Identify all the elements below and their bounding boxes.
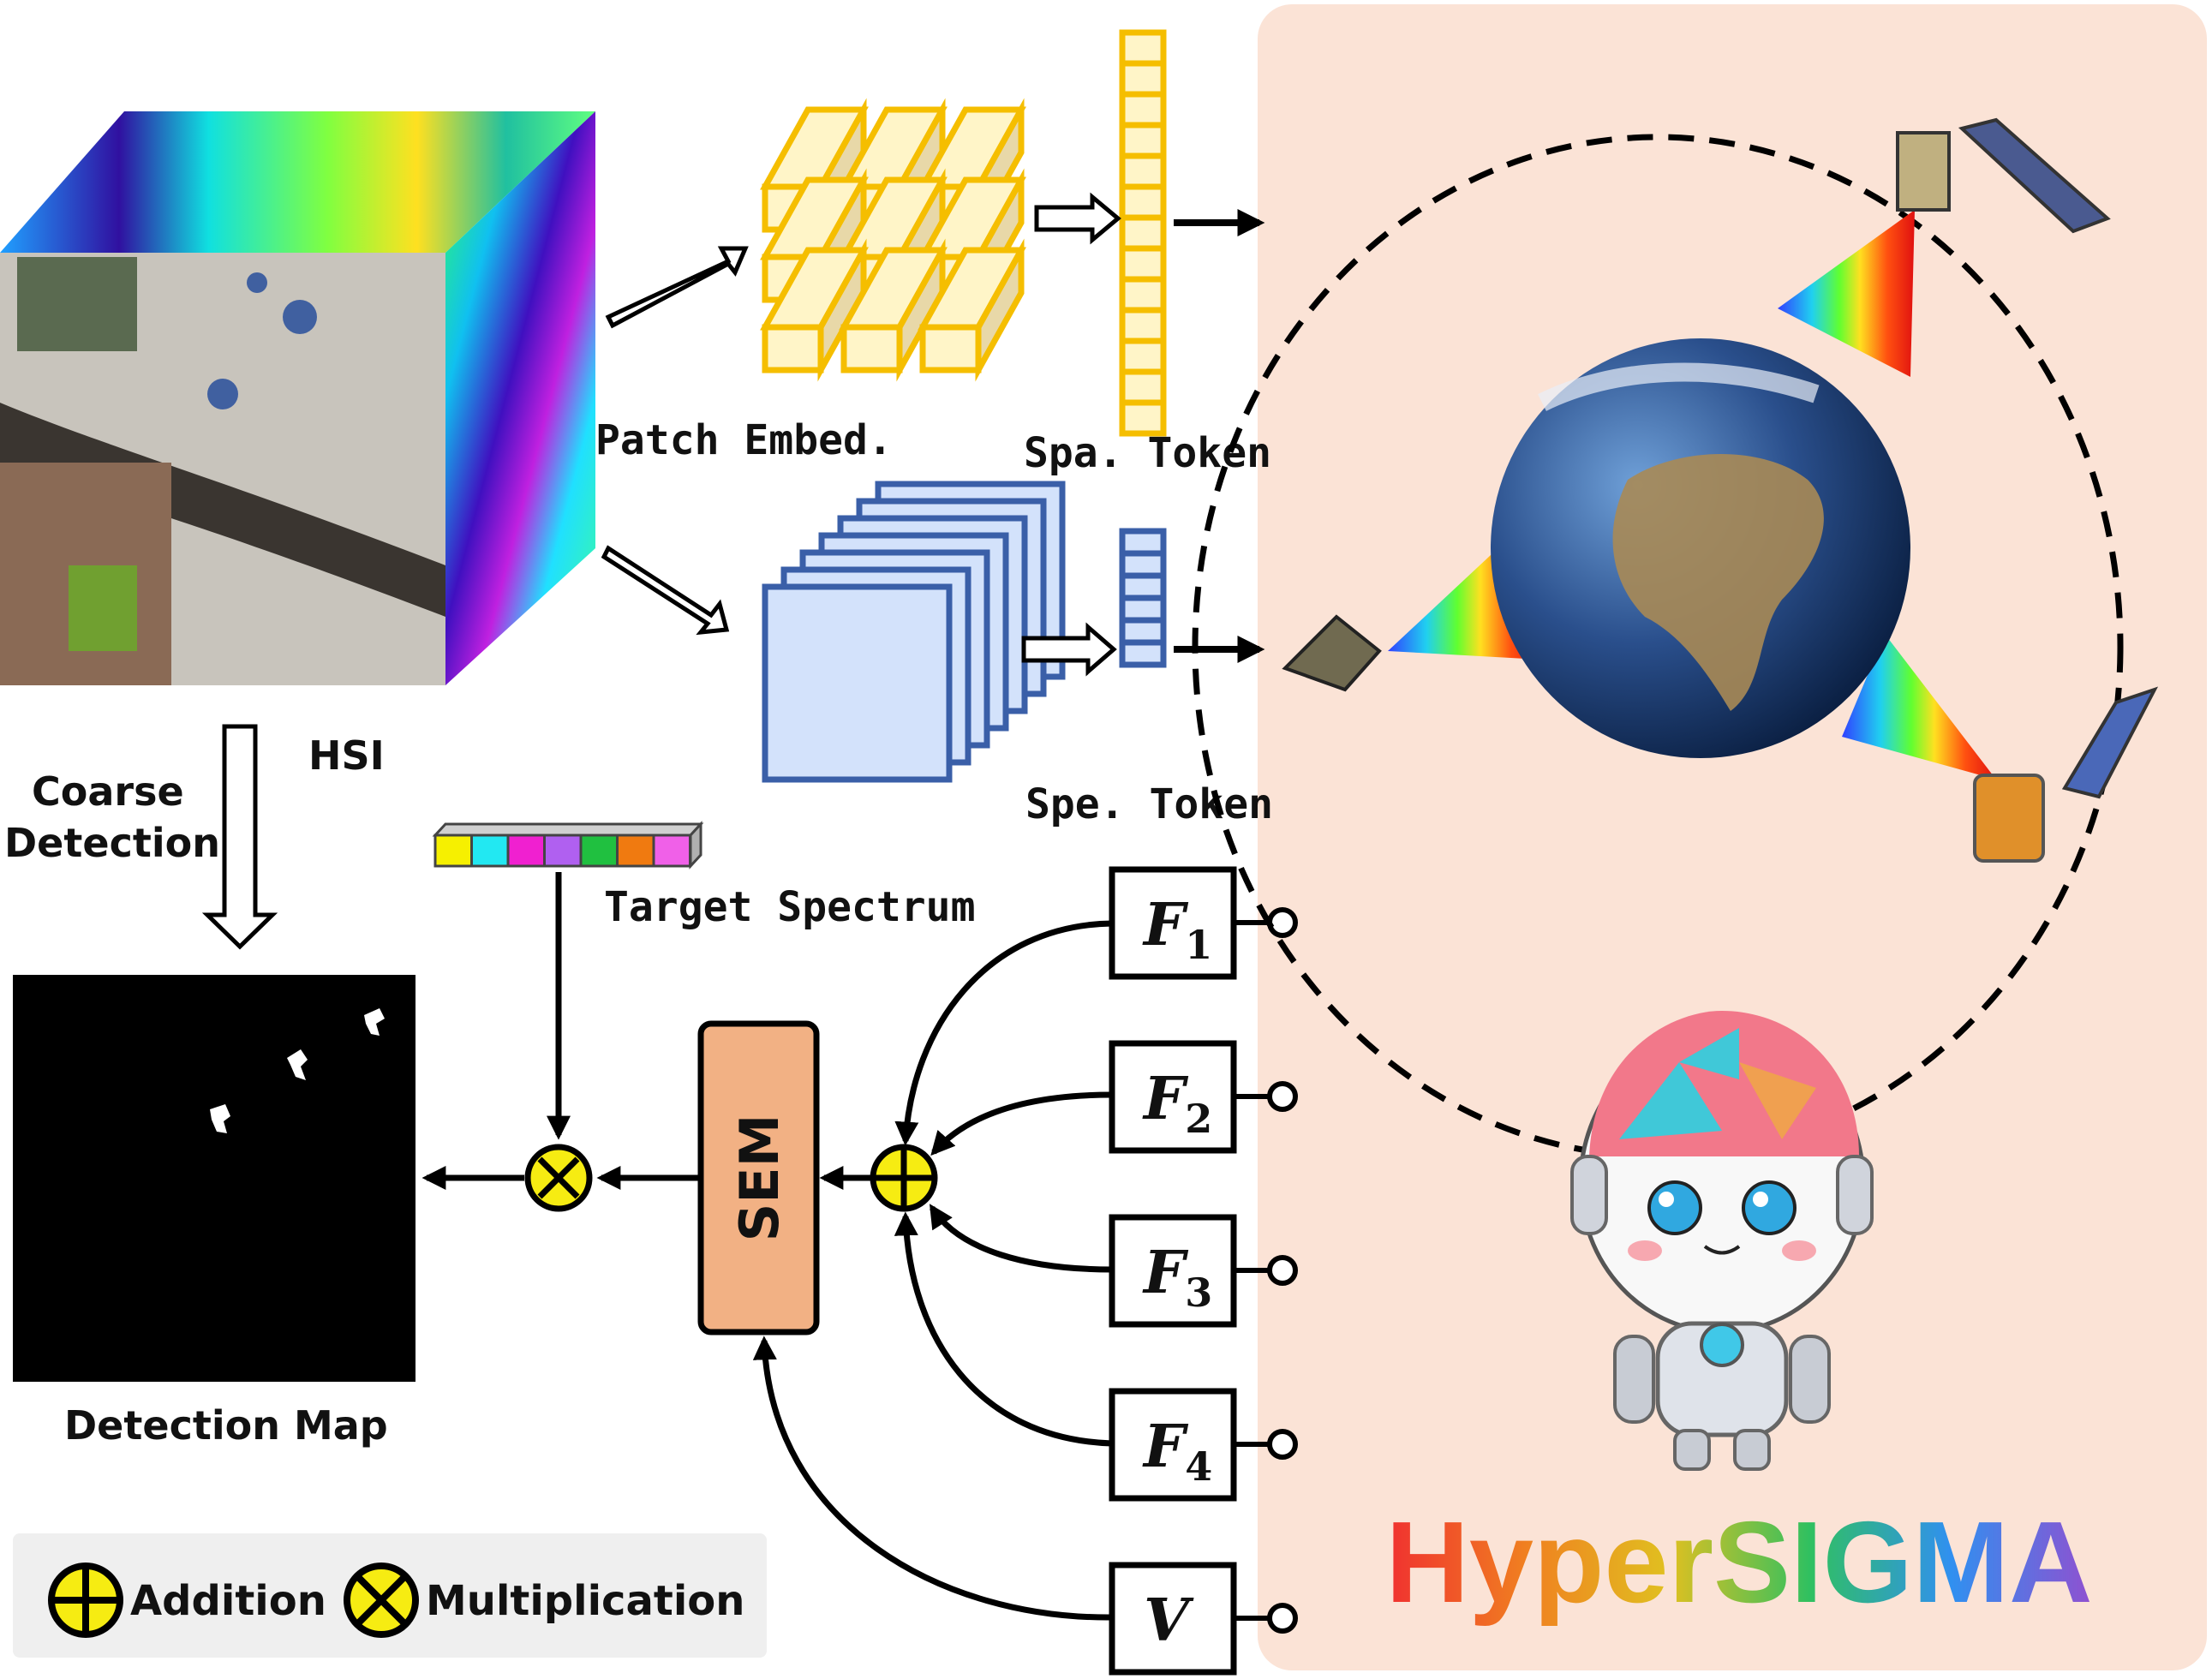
spa-token: [1119, 29, 1167, 437]
feature-port: [1267, 1255, 1298, 1286]
feature-port: [1267, 907, 1298, 938]
spectrum-cell: [579, 834, 619, 868]
hsi-label: HSI: [308, 732, 385, 779]
feature-box: V: [1109, 1562, 1298, 1676]
spa-token-cell: [1119, 368, 1167, 406]
detection-map-label: Detection Map: [64, 1402, 388, 1449]
feature-port: [1267, 1429, 1298, 1460]
spe-token-cell: [1119, 595, 1167, 624]
brand-logo: HyperSIGMA: [1385, 1497, 2092, 1627]
feature-curves: [752, 920, 1113, 1621]
earth-continents: [1612, 454, 1824, 711]
spa-token-cell: [1119, 91, 1167, 128]
spe-token-cell: [1119, 528, 1167, 557]
patch-embed-blocks: [760, 98, 1026, 382]
spectrum-cell: [616, 834, 655, 868]
model-panel: [1258, 4, 2207, 1670]
patch-block: [839, 238, 948, 382]
detection-label: Detection: [4, 820, 220, 866]
spectral-band: [762, 583, 953, 783]
detection-map: [13, 975, 415, 1382]
hsi-cube: [0, 111, 595, 685]
legend-multiplication-label: Multiplication: [426, 1577, 744, 1625]
spa-token-cell: [1119, 245, 1167, 283]
spectrum-cell: [433, 834, 473, 868]
target-spectrum-bar: [432, 821, 704, 869]
sem-label: SEM: [728, 1114, 791, 1242]
patch-block: [918, 238, 1026, 382]
spa-token-cell: [1119, 122, 1167, 159]
spa-token-cell: [1119, 338, 1167, 375]
circled-plus-icon: [48, 1562, 123, 1638]
sem-block: [697, 1020, 820, 1335]
spa-token-cell: [1119, 29, 1167, 67]
robot-mascot-icon: [1570, 1011, 1874, 1471]
spe-token-cell: [1119, 572, 1167, 601]
spa-token-cell: [1119, 307, 1167, 344]
feature-box: F1: [1109, 866, 1298, 980]
feature-label: V: [1144, 1586, 1194, 1655]
coarse-label: Coarse: [32, 768, 184, 815]
spa-token-cell: [1119, 399, 1167, 437]
detected-targets: [210, 1008, 385, 1133]
spe-token-cell: [1119, 617, 1167, 646]
multiply-op: [524, 1144, 593, 1212]
spe-token-cell: [1119, 550, 1167, 579]
feature-label: F2: [1142, 1065, 1212, 1142]
spectrum-cell: [506, 834, 546, 868]
spectral-embed-arrow: [601, 545, 730, 636]
addition-op: [870, 1144, 938, 1212]
feature-box: F3: [1109, 1214, 1298, 1328]
patch-block: [760, 238, 869, 382]
feature-box: F4: [1109, 1388, 1298, 1502]
legend-addition-label: Addition: [130, 1577, 326, 1625]
spa-token-cell: [1119, 214, 1167, 252]
coarse-detection-arrow: [201, 724, 278, 950]
spa-token-cell: [1119, 60, 1167, 98]
spa-token-cell: [1119, 152, 1167, 190]
spe-token-cell: [1119, 639, 1167, 668]
feature-box: F2: [1109, 1040, 1298, 1154]
satellite-icon: [1896, 117, 2111, 234]
feature-port: [1267, 1081, 1298, 1112]
spa-token-label: Spa. Token: [1024, 429, 1271, 477]
spa-token-cell: [1119, 183, 1167, 221]
spe-token: [1119, 528, 1167, 668]
feature-port: [1267, 1603, 1298, 1634]
spe-hollow-arrow: [1021, 622, 1117, 677]
patch-embed-arrow: [605, 246, 749, 329]
spectrum-cell: [652, 834, 691, 868]
satellite-left-icon: [1282, 614, 1382, 692]
circled-times-icon: [344, 1562, 419, 1638]
satellite-bottom-icon: [1973, 686, 2159, 863]
scan-beam-top: [1778, 210, 1915, 377]
spa-token-cell: [1119, 276, 1167, 314]
target-spectrum-label: Target Spectrum: [604, 883, 975, 931]
spe-token-label: Spe. Token: [1025, 780, 1273, 828]
earth-clouds: [1538, 362, 1820, 411]
spectral-stack: [762, 481, 1066, 783]
spectrum-cell: [543, 834, 583, 868]
spectrum-cell: [470, 834, 510, 868]
patch-embed-label: Patch Embed.: [595, 416, 893, 464]
scan-beam-bottom: [1842, 634, 1996, 780]
spa-hollow-arrow: [1034, 192, 1121, 245]
